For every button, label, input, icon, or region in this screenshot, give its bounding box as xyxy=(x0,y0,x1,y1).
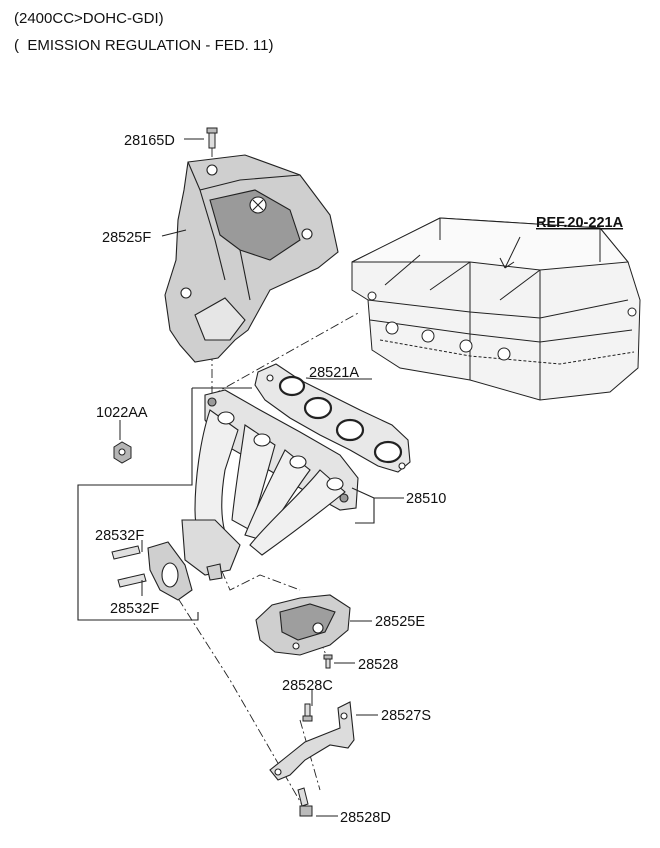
bolt-28165D-illustration xyxy=(206,127,218,149)
cylinder-head-illustration xyxy=(351,217,641,401)
label-reference: REF.20-221A xyxy=(536,215,624,231)
diagram-subtitle-engine: (2400CC>DOHC-GDI) xyxy=(14,10,164,27)
label-28528C: 28528C xyxy=(282,678,333,694)
bolt-28528D-illustration xyxy=(297,787,313,817)
label-28532F-upper: 28532F xyxy=(95,528,144,544)
label-28165D: 28165D xyxy=(124,133,175,149)
studs-28532F-illustration xyxy=(111,545,147,588)
label-28532F-lower: 28532F xyxy=(110,601,159,617)
bolt-28528C-illustration xyxy=(302,703,313,722)
label-28525E: 28525E xyxy=(375,614,425,630)
gasket-28521A-illustration xyxy=(254,363,411,473)
nut-1022AA-illustration xyxy=(113,441,132,464)
heat-shield-upper-illustration xyxy=(164,154,339,363)
stay-28527S-illustration xyxy=(269,701,355,781)
bolt-28528-illustration xyxy=(323,654,333,669)
label-28528D: 28528D xyxy=(340,810,391,826)
diagram-subtitle-emission: ( EMISSION REGULATION - FED. 11) xyxy=(14,37,274,54)
heat-shield-lower-illustration xyxy=(255,594,351,656)
label-28527S: 28527S xyxy=(381,708,431,724)
leader-lines xyxy=(119,138,521,817)
label-28510: 28510 xyxy=(406,491,446,507)
label-28525F: 28525F xyxy=(102,230,151,246)
manifold-group-bracket xyxy=(77,387,375,621)
label-28521A: 28521A xyxy=(309,365,359,381)
label-28528: 28528 xyxy=(358,657,398,673)
exhaust-manifold-illustration xyxy=(147,389,359,601)
label-1022AA: 1022AA xyxy=(96,405,148,421)
